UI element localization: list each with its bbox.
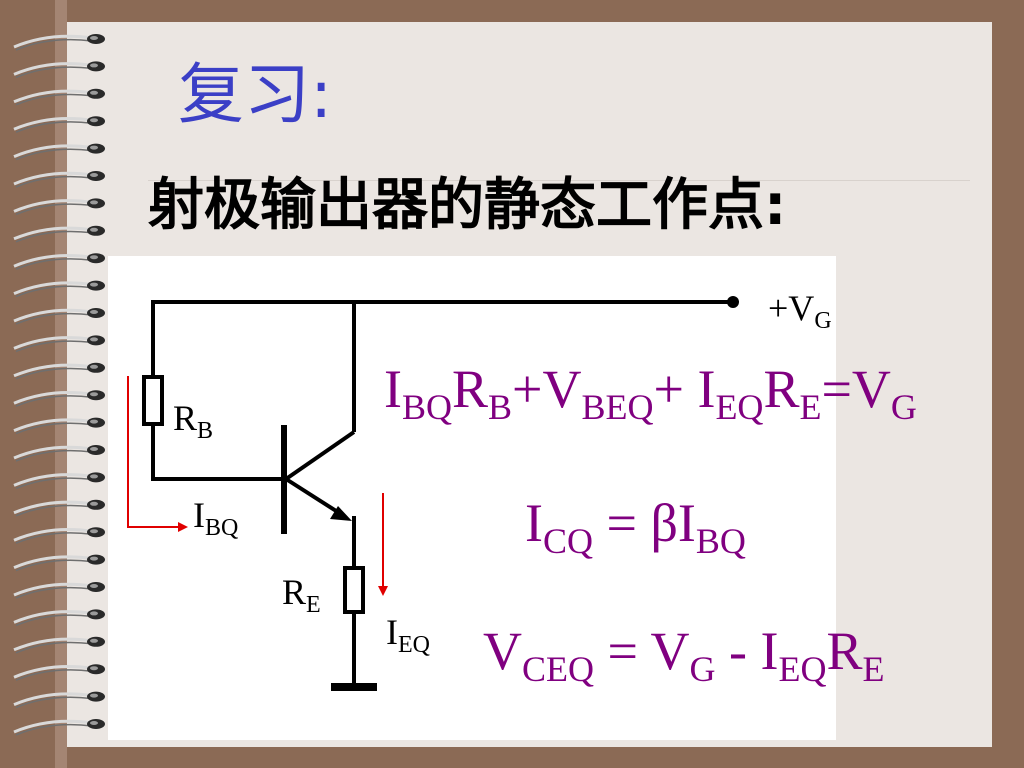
transistor-emitter — [284, 477, 346, 518]
rb-resistor — [142, 375, 164, 426]
spiral-binding — [13, 34, 105, 736]
spiral-ring — [13, 34, 105, 51]
notebook-edge — [55, 0, 67, 768]
spiral-ring — [13, 390, 105, 407]
spiral-ring — [13, 171, 105, 188]
vceq-equation: VCEQ = VG - IEQRE — [483, 621, 885, 689]
supply-label: +VG — [768, 288, 832, 334]
spiral-ring — [13, 116, 105, 133]
spiral-ring — [13, 472, 105, 490]
page-title: 复习: — [178, 56, 333, 133]
re-label: RE — [282, 572, 321, 618]
spiral-ring — [13, 719, 105, 736]
ibq-label: IBQ — [193, 495, 239, 541]
title-divider — [148, 180, 970, 181]
spiral-ring — [13, 225, 105, 243]
emitter-arrow — [330, 506, 352, 521]
spiral-ring — [13, 253, 105, 270]
spiral-ring — [13, 582, 105, 599]
kvl-equation: IBQRB+VBEQ+ IEQRE=VG — [384, 359, 917, 427]
spiral-ring — [13, 61, 105, 79]
re-resistor — [343, 566, 365, 614]
spiral-ring — [13, 609, 105, 627]
spiral-ring — [13, 499, 105, 517]
spiral-ring — [13, 636, 105, 654]
collector-current-equation: ICQ = βIBQ — [525, 493, 746, 561]
spiral-ring — [13, 664, 105, 681]
spiral-ring — [13, 88, 105, 106]
ibq-arrow-head — [178, 522, 188, 532]
spiral-ring — [13, 527, 105, 544]
spiral-ring — [13, 143, 105, 161]
spiral-ring — [13, 198, 105, 216]
ieq-label: IEQ — [386, 612, 430, 658]
spiral-ring — [13, 691, 105, 709]
spiral-ring — [13, 417, 105, 435]
spiral-ring — [13, 308, 105, 325]
page-subtitle: 射极输出器的静态工作点: — [148, 173, 787, 238]
spiral-ring — [13, 445, 105, 462]
spiral-ring — [13, 362, 105, 380]
ibq-arrow — [127, 376, 181, 528]
spiral-ring — [13, 554, 105, 572]
spiral-ring — [13, 335, 105, 353]
transistor-collector — [284, 430, 356, 481]
ieq-arrow-head — [378, 586, 388, 596]
supply-terminal — [727, 296, 739, 308]
spiral-ring — [13, 280, 105, 298]
rb-label: RB — [173, 398, 214, 444]
circuit-panel — [108, 256, 836, 740]
